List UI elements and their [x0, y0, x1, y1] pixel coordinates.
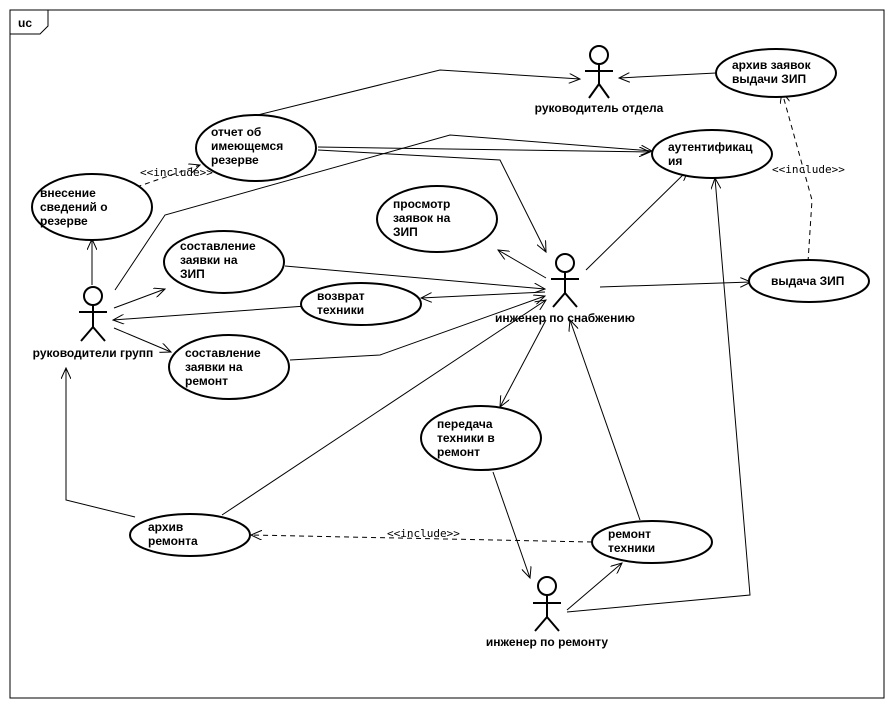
- assoc-groupleads-repairreq: [113, 327, 171, 352]
- frame-tab: [10, 10, 49, 35]
- actor-icon: [79, 286, 107, 342]
- assoc-supply-return: [421, 291, 546, 298]
- use-case-label: ЗИП: [180, 267, 205, 281]
- actor-label: инженер по ремонту: [486, 635, 608, 649]
- actor-label: инженер по снабжению: [495, 311, 635, 325]
- assoc-report-depthead: [224, 69, 580, 124]
- use-case-label: ремонт: [185, 374, 228, 388]
- assoc-createreq-supply: [284, 265, 545, 289]
- use-case-label: отчет об: [211, 125, 261, 139]
- assoc-archive-depthead: [619, 73, 717, 78]
- assoc-return-groupleads: [113, 305, 307, 320]
- use-case-label: ремонта: [148, 534, 198, 548]
- actor-label: руководитель отдела: [535, 101, 664, 115]
- actor-supply-engineer: инженер по снабжению: [495, 253, 635, 325]
- assoc-transfer-repaireng: [492, 471, 530, 578]
- include-repair-archive: [251, 535, 593, 543]
- use-case-label: техники: [608, 541, 655, 555]
- actor-icon: [585, 45, 613, 99]
- use-case-label: составление: [180, 239, 256, 253]
- use-case-label: архив: [148, 520, 183, 534]
- actor-icon: [533, 576, 561, 632]
- assoc-groupleads-createreq: [113, 289, 165, 309]
- assoc-repaireng-repair: [566, 563, 622, 611]
- connections: [66, 69, 813, 613]
- use-case-label: резерве: [211, 153, 259, 167]
- include-reserve-report: [127, 165, 200, 191]
- use-case-label: ремонт: [608, 527, 651, 541]
- use-case-label: заявки на: [185, 360, 243, 374]
- use-case-label: ремонт: [437, 445, 480, 459]
- use-case-label: просмотр: [393, 197, 450, 211]
- svg-text:выдача ЗИП: выдача ЗИП: [771, 274, 844, 288]
- include-issue-archive: [782, 92, 813, 263]
- assoc-supply-transfer: [500, 319, 547, 407]
- assoc-archive-supply: [221, 300, 546, 516]
- use-case-label: имеющемся: [211, 139, 283, 153]
- assoc-report-auth: [317, 146, 650, 152]
- use-case-label: передача: [437, 417, 493, 431]
- assoc-repairreq-supply: [289, 296, 545, 361]
- assoc-repair-supply: [570, 320, 641, 521]
- use-case-label: техники: [317, 303, 364, 317]
- use-case-label: аутентификац: [668, 140, 753, 154]
- use-case-label: ия: [668, 154, 682, 168]
- use-case-label: выдачи ЗИП: [732, 72, 806, 86]
- assoc-report-supply: [317, 149, 546, 252]
- assoc-repaireng-auth: [566, 178, 751, 613]
- use-case-label: заявки на: [180, 253, 238, 267]
- assoc-groupleads-auth: [114, 134, 652, 291]
- actor-label: руководители групп: [33, 346, 154, 360]
- use-case-label: внесение: [40, 186, 96, 200]
- use-case-label: резерве: [40, 214, 88, 228]
- actor-repair-engineer: инженер по ремонту: [486, 576, 608, 649]
- frame-label: uc: [18, 16, 32, 30]
- include-label: <<include>>: [387, 527, 460, 540]
- use-case-label: сведений о: [40, 200, 108, 214]
- use-case-label: архив заявок: [732, 58, 812, 72]
- diagram-frame: [9, 9, 885, 699]
- actor-icon: [551, 253, 579, 308]
- use-case-label: возврат: [317, 289, 365, 303]
- use-case-issue-zip: выдача ЗИП: [748, 259, 870, 303]
- use-case-label: составление: [185, 346, 261, 360]
- use-case-label: ЗИП: [393, 225, 418, 239]
- use-case-label: техники в: [437, 431, 495, 445]
- assoc-supply-auth: [585, 170, 688, 271]
- include-label: <<include>>: [772, 163, 845, 176]
- assoc-supply-issue: [599, 282, 751, 288]
- assoc-archive-groupleads: [66, 368, 136, 518]
- assoc-supply-view: [498, 250, 547, 279]
- use-case-label: выдача ЗИП: [771, 274, 844, 288]
- actor-group-leads: руководители групп: [33, 286, 154, 360]
- include-label: <<include>>: [140, 166, 213, 179]
- use-case-label: заявок на: [393, 211, 451, 225]
- actor-dept-head: руководитель отдела: [535, 45, 664, 115]
